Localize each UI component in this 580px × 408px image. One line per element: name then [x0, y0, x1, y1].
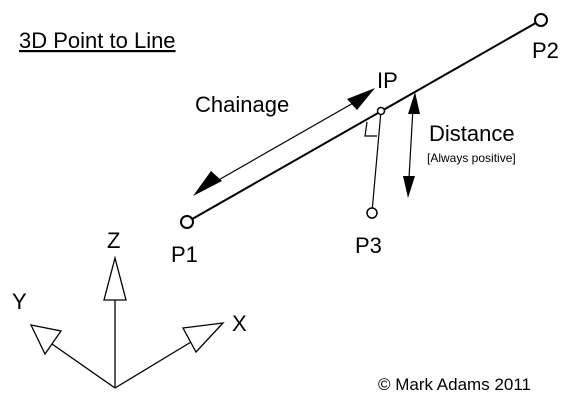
z-axis-arrowhead — [103, 255, 127, 301]
point-p3-marker — [366, 207, 378, 219]
y-axis-label: Y — [12, 289, 27, 314]
x-axis-arrowhead — [181, 322, 225, 354]
y-axis-arrowhead — [29, 324, 63, 356]
distance-dimension-line — [408, 107, 414, 179]
x-axis-line — [114, 338, 197, 389]
z-axis-label: Z — [107, 228, 120, 253]
y-axis-line — [51, 343, 116, 389]
perpendicular-line — [371, 110, 382, 213]
distance-arrowhead-top — [408, 92, 420, 114]
point-p2-marker — [534, 13, 548, 27]
distance-note: [Always positive] — [427, 151, 516, 165]
chainage-arrowhead-start — [193, 171, 222, 196]
chainage-arrowhead-end — [347, 88, 375, 110]
line-p1-p2 — [186, 19, 542, 223]
point-p3-label: P3 — [355, 233, 382, 258]
point-ip-marker — [376, 106, 386, 116]
point-p1-label: P1 — [171, 242, 198, 267]
chainage-dimension-line — [214, 101, 356, 183]
right-angle-marker — [364, 121, 377, 137]
copyright-text: © Mark Adams 2011 — [378, 375, 531, 394]
distance-arrowhead-bottom — [403, 176, 415, 198]
distance-label: Distance — [429, 121, 515, 146]
chainage-label: Chainage — [195, 92, 289, 117]
x-axis-label: X — [232, 311, 247, 336]
point-p2-label: P2 — [532, 38, 559, 63]
point-p1-marker — [180, 215, 194, 229]
point-ip-label: IP — [377, 68, 398, 93]
diagram-title: 3D Point to Line — [19, 28, 176, 53]
